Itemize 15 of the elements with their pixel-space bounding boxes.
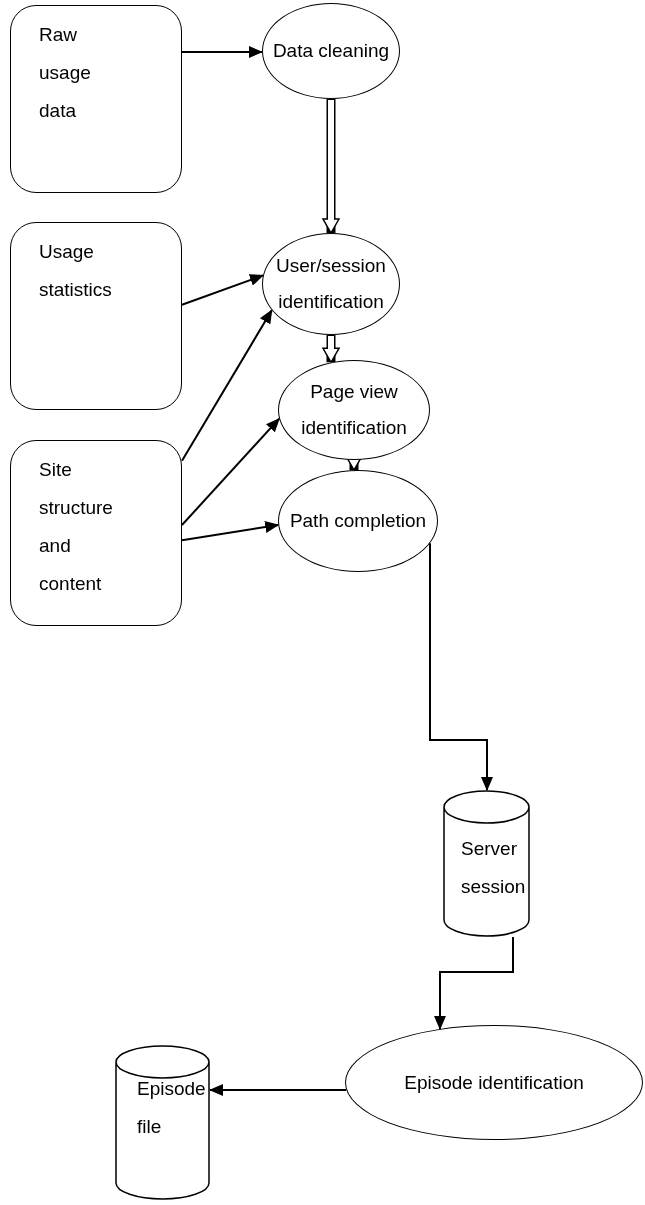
- node-label: Site structure and content: [39, 458, 114, 596]
- database-cylinder: [443, 790, 530, 937]
- process-box: [10, 222, 182, 410]
- node-label: User/session identification: [275, 254, 387, 314]
- node-label: Page view identification: [300, 380, 408, 440]
- database-cylinder: [115, 1045, 210, 1200]
- process-box: [10, 5, 182, 193]
- node-label: Data cleaning: [272, 39, 390, 63]
- node-label: Episode file: [137, 1077, 207, 1139]
- node-label: Episode identification: [404, 1070, 584, 1095]
- node-label: Raw usage data: [39, 23, 92, 123]
- node-label: Server session: [461, 837, 527, 899]
- process-box: [10, 440, 182, 626]
- node-label: Usage statistics: [39, 240, 113, 302]
- node-label: Path completion: [289, 509, 427, 533]
